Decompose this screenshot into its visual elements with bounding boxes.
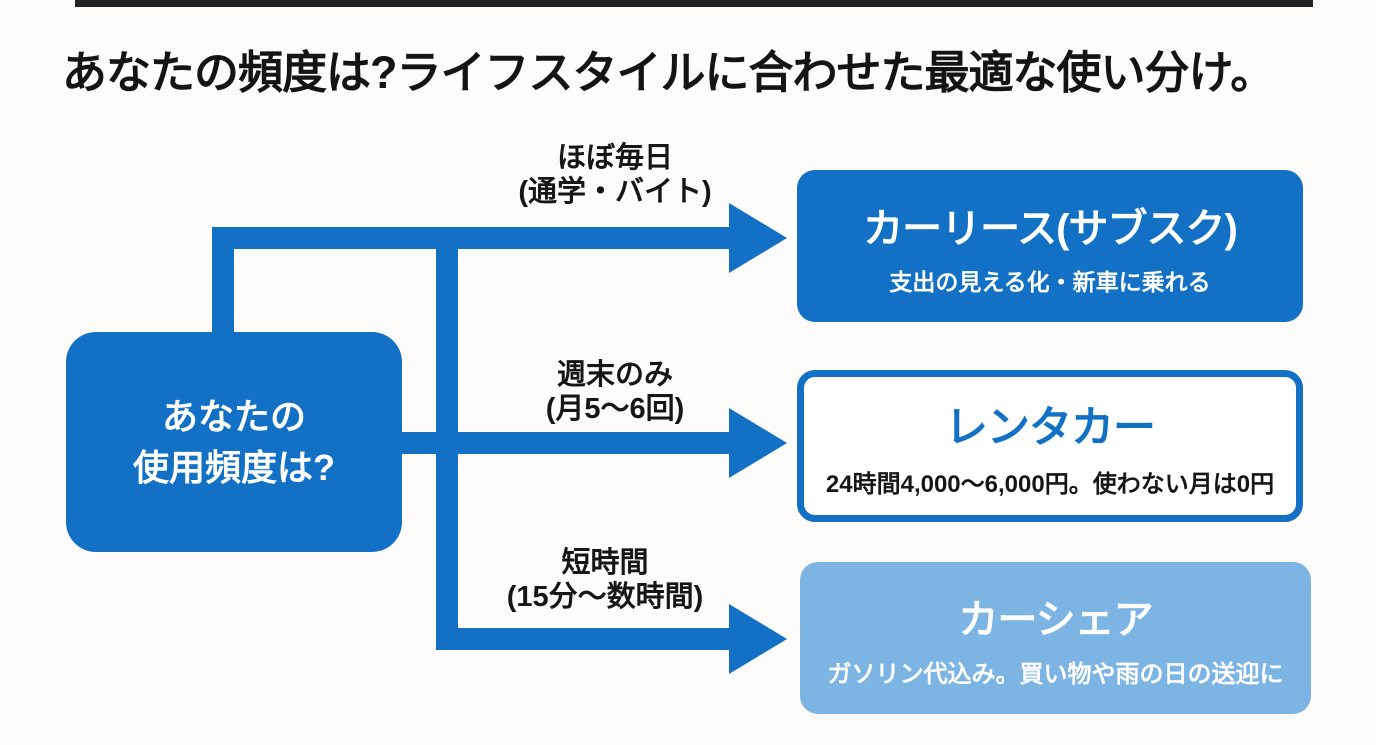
branch-1-arrowhead-icon — [729, 203, 787, 273]
branch-1-arrow-shaft — [212, 227, 731, 249]
branch-3-condition-line1: 短時間 — [561, 547, 649, 579]
branch-2-condition-line2: (月5〜6回) — [545, 392, 685, 425]
result-box-rental-car: レンタカー 24時間4,000〜6,000円。使わない月は0円 — [797, 370, 1303, 522]
result-box-car-share: カーシェア ガソリン代込み。買い物や雨の日の送迎に — [800, 562, 1311, 714]
result-title-car-share: カーシェア — [958, 598, 1153, 642]
result-subtitle-car-share: ガソリン代込み。買い物や雨の日の送迎に — [827, 661, 1284, 688]
branch-1-condition-line1: ほぼ毎日 — [556, 142, 673, 174]
branch-1-condition-line2: (通学・バイト) — [518, 175, 712, 208]
connector-root-to-branch1 — [212, 238, 234, 334]
result-box-car-lease: カーリース(サブスク) 支出の見える化・新車に乗れる — [797, 170, 1303, 322]
branch-3-arrow-shaft — [436, 628, 731, 650]
result-title-car-lease: カーリース(サブスク) — [863, 206, 1238, 251]
result-subtitle-car-lease: 支出の見える化・新車に乗れる — [889, 268, 1211, 295]
root-question-node: あなたの 使用頻度は? — [66, 332, 402, 552]
branch-2-arrow-shaft — [400, 432, 731, 454]
branch-3-arrowhead-icon — [729, 604, 787, 674]
result-subtitle-rental-car: 24時間4,000〜6,000円。使わない月は0円 — [825, 471, 1275, 498]
branch-2-arrowhead-icon — [729, 408, 787, 478]
branch-2-condition-label: 週末のみ (月5〜6回) — [445, 359, 785, 426]
root-question-line1: あなたの — [161, 395, 306, 437]
branch-1-condition-label: ほぼ毎日 (通学・バイト) — [445, 142, 785, 209]
page-title: あなたの頻度は?ライフスタイルに合わせた最適な使い分け。 — [62, 47, 1275, 98]
root-question-line2: 使用頻度は? — [133, 447, 335, 488]
branch-3-condition-label: 短時間 (15分〜数時間) — [435, 547, 775, 614]
result-title-rental-car: レンタカー — [945, 404, 1156, 452]
top-crop-bar — [75, 0, 1313, 7]
branch-2-condition-line1: 週末のみ — [556, 359, 673, 391]
branch-3-condition-line2: (15分〜数時間) — [506, 580, 704, 613]
